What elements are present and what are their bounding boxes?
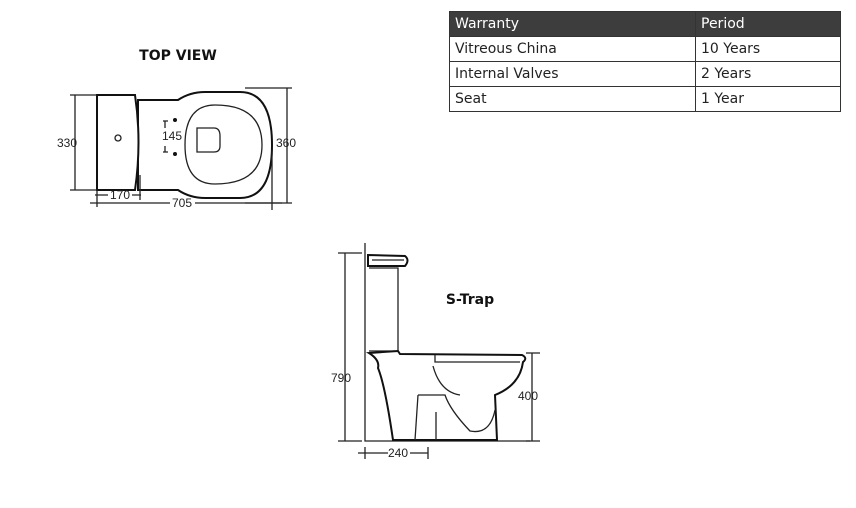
cell-period: 2 Years <box>695 61 841 87</box>
dim-line-170 <box>95 175 141 207</box>
cistern-outline <box>96 94 140 191</box>
cell-item: Seat <box>449 86 696 112</box>
warranty-table: Warranty Period Vitreous China 10 Years … <box>449 11 841 112</box>
bowl-trap <box>414 365 496 441</box>
header-warranty: Warranty <box>449 11 696 37</box>
fixing-point <box>173 118 177 122</box>
table-header-row: Warranty Period <box>449 11 841 37</box>
dim-400: 400 <box>518 389 538 403</box>
table-row: Internal Valves 2 Years <box>449 61 841 87</box>
dim-line-240 <box>358 447 429 459</box>
seat-outline <box>184 104 263 185</box>
seat-hinge-shape <box>196 127 221 153</box>
fixing-point <box>173 152 177 156</box>
cell-item: Vitreous China <box>449 36 696 62</box>
cell-item: Internal Valves <box>449 61 696 87</box>
dim-790: 790 <box>331 371 351 385</box>
dim-705: 705 <box>172 196 192 210</box>
dim-line-790 <box>338 252 362 442</box>
dim-line-330 <box>70 94 97 191</box>
bowl-outline <box>137 91 274 199</box>
dim-360: 360 <box>276 136 296 150</box>
cistern-body <box>369 259 404 352</box>
pan-body <box>365 349 527 441</box>
dim-fixing: 145 <box>162 129 182 143</box>
table-row: Seat 1 Year <box>449 86 841 112</box>
fixing-marks <box>163 120 168 153</box>
top-view: TOP VIEW 145 330 360 170 705 <box>57 48 296 210</box>
seat-line <box>434 355 520 363</box>
flush-button-icon <box>114 134 122 142</box>
dim-330: 330 <box>57 136 77 150</box>
cell-period: 1 Year <box>695 86 841 112</box>
side-view: S-Trap 790 400 240 <box>331 243 540 460</box>
dim-line-400 <box>526 352 540 442</box>
side-view-title: S-Trap <box>446 292 494 308</box>
table-row: Vitreous China 10 Years <box>449 36 841 62</box>
top-view-title: TOP VIEW <box>139 48 217 64</box>
cell-period: 10 Years <box>695 36 841 62</box>
dim-240: 240 <box>388 446 408 460</box>
dim-line-705 <box>90 150 282 210</box>
dim-170: 170 <box>110 188 130 202</box>
